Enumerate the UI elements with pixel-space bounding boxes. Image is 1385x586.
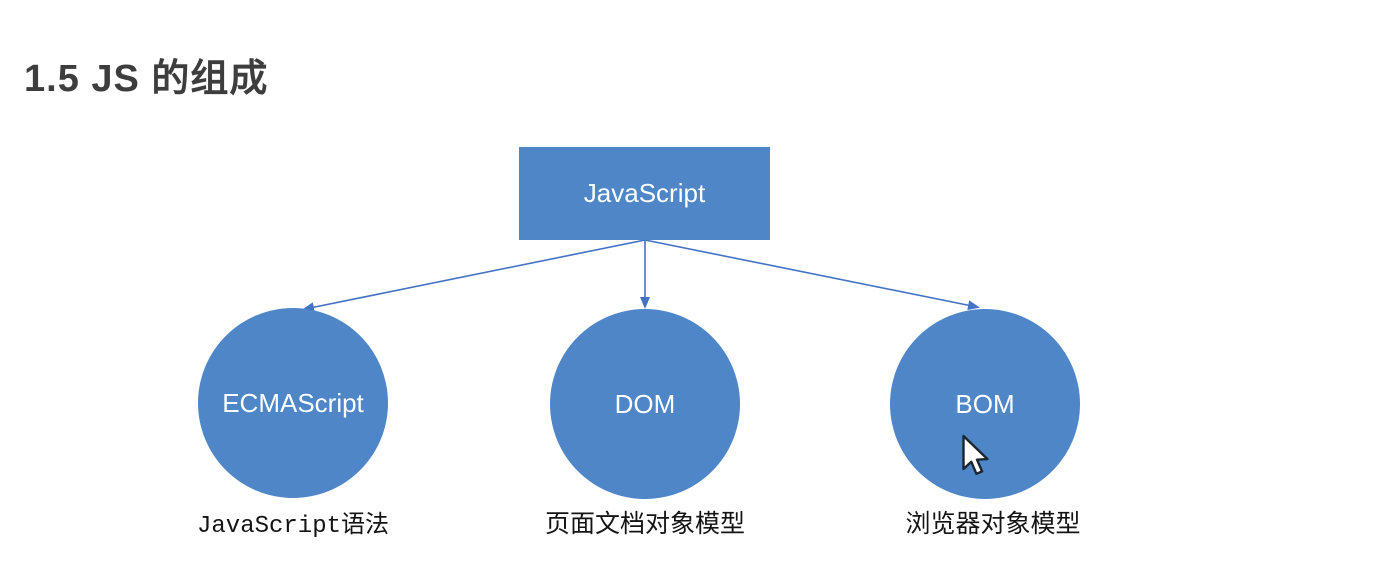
diagram-node-javascript: JavaScript — [519, 147, 770, 240]
page-title: 1.5 JS 的组成 — [24, 58, 269, 101]
diagram-node-javascript-label: JavaScript — [583, 178, 706, 208]
diagram-node-bom: BOM — [890, 309, 1080, 499]
connector-javascript-to-bom-arrow — [644, 239, 980, 311]
connector-javascript-to-ecmascript-arrow — [302, 239, 646, 313]
diagram-node-ecmascript-label: ECMAScript — [222, 387, 364, 418]
diagram-node-dom-label: DOM — [614, 388, 676, 419]
diagram-node-bom-label: BOM — [955, 388, 1015, 419]
diagram-node-ecmascript: ECMAScript — [198, 308, 388, 498]
caption-ecmascript: JavaScript语法 — [196, 513, 390, 540]
caption-dom: 页面文档对象模型 — [544, 510, 746, 538]
diagram-node-dom: DOM — [550, 309, 740, 499]
caption-bom: 浏览器对象模型 — [905, 510, 1081, 538]
